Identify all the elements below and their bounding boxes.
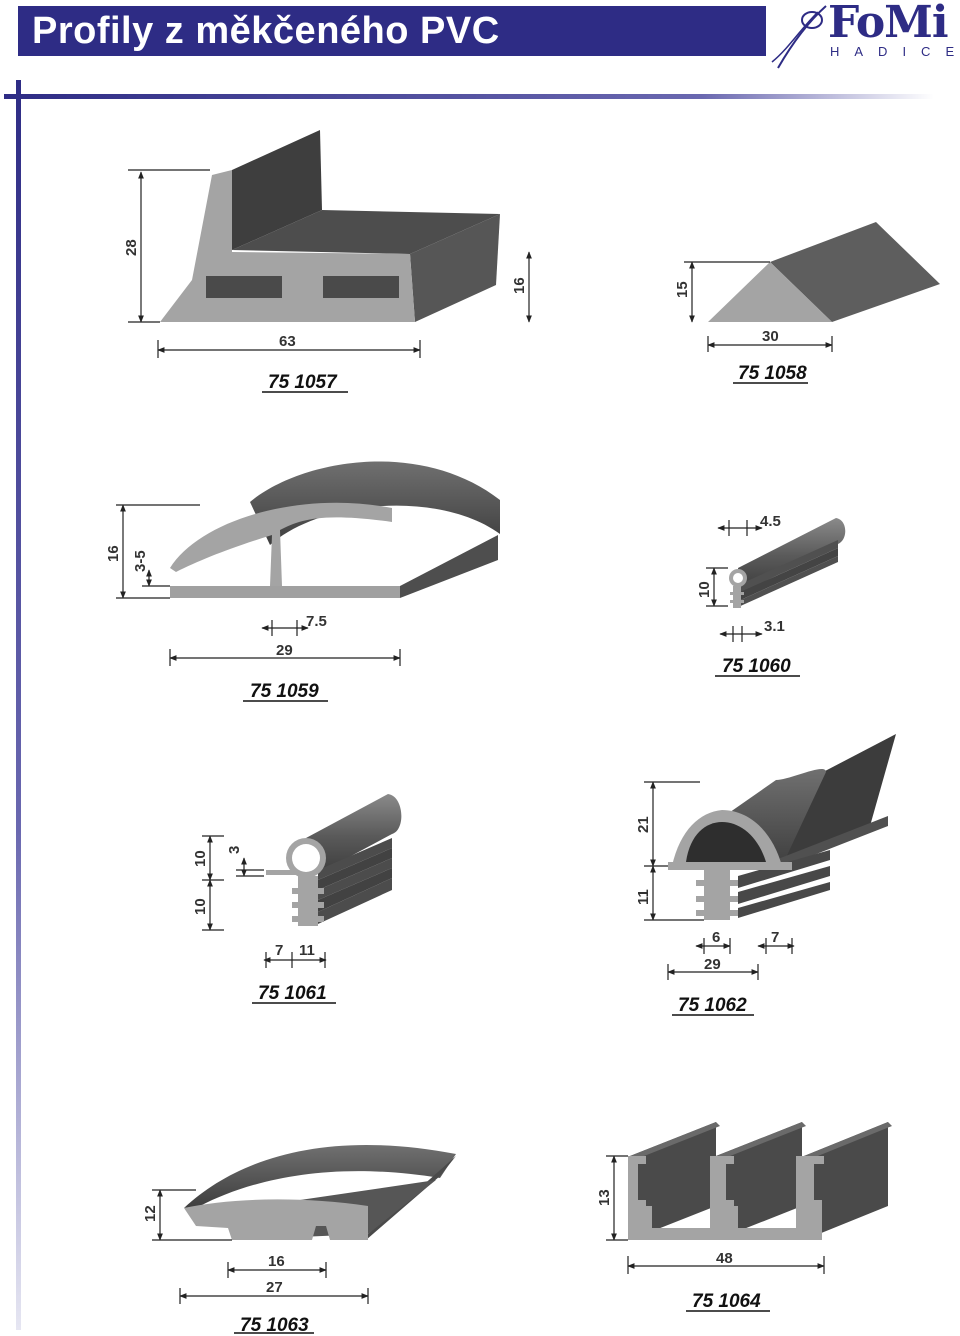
dimension-label: 11 bbox=[299, 942, 315, 959]
logo-subtitle: HADICE bbox=[830, 44, 960, 59]
dimension-label: 3.1 bbox=[764, 618, 785, 635]
profile-75-1064: 13 48 75 1064 bbox=[596, 1122, 892, 1312]
profile-code: 75 1057 bbox=[268, 372, 338, 393]
profile-75-1062-shape bbox=[668, 734, 896, 920]
profile-75-1060-shape bbox=[729, 518, 846, 608]
profile-75-1061-shape bbox=[266, 794, 402, 926]
profile-75-1063-shape bbox=[184, 1144, 456, 1240]
dimension-label: 21 bbox=[635, 816, 652, 833]
profile-75-1062: 21 11 6 7 29 75 1062 bbox=[635, 734, 896, 1016]
page-title: Profily z měkčeného PVC bbox=[32, 10, 500, 52]
dimension-label: 12 bbox=[142, 1205, 159, 1222]
profile-75-1061: 10 10 3 7 11 75 1061 bbox=[192, 794, 402, 1004]
fomi-logo: FoMi HADICE bbox=[768, 0, 960, 72]
dimension-label: 10 bbox=[192, 850, 209, 867]
decor-horizontal-bar bbox=[4, 94, 934, 99]
profile-75-1059-shape bbox=[170, 461, 500, 598]
profile-code: 75 1059 bbox=[250, 681, 319, 702]
dimension-label: 63 bbox=[279, 333, 296, 350]
logo-swirl-icon bbox=[771, 5, 827, 69]
dimension-label: 7.5 bbox=[306, 613, 327, 630]
profile-75-1059: 16 3-5 7.5 29 75 1059 bbox=[105, 461, 500, 702]
profile-75-1058-shape bbox=[708, 222, 940, 322]
dimension-label: 10 bbox=[696, 581, 713, 598]
dimension-label: 27 bbox=[266, 1279, 283, 1296]
dimension-label: 29 bbox=[704, 956, 721, 973]
dimension-label: 4.5 bbox=[760, 513, 781, 530]
profile-code: 75 1060 bbox=[722, 656, 791, 677]
dimension-label: 13 bbox=[596, 1189, 613, 1206]
profile-75-1063: 12 16 27 75 1063 bbox=[142, 1144, 456, 1336]
profile-75-1060: 4.5 10 3.1 75 1060 bbox=[696, 513, 846, 677]
dimension-label: 3 bbox=[226, 846, 243, 854]
dimension-label: 30 bbox=[762, 328, 779, 345]
dimension-label: 3-5 bbox=[132, 550, 149, 572]
profile-75-1057-shape bbox=[160, 130, 500, 322]
dimension-label: 7 bbox=[771, 929, 779, 946]
header-banner: Profily z měkčeného PVC bbox=[18, 6, 766, 56]
dimension-label: 16 bbox=[105, 545, 122, 562]
dimension-label: 16 bbox=[268, 1253, 285, 1270]
profile-code: 75 1058 bbox=[738, 363, 807, 384]
dimension-label: 6 bbox=[712, 929, 720, 946]
profile-code: 75 1062 bbox=[678, 995, 747, 1016]
dimension-label: 28 bbox=[123, 239, 140, 256]
profile-75-1057: 28 16 63 75 1057 bbox=[123, 130, 532, 393]
dimension-label: 29 bbox=[276, 642, 293, 659]
profile-75-1064-shape bbox=[628, 1122, 892, 1240]
profile-code: 75 1063 bbox=[240, 1315, 309, 1336]
dimension-label: 15 bbox=[674, 281, 691, 298]
dimension-label: 48 bbox=[716, 1250, 733, 1267]
dimension-label: 16 bbox=[511, 277, 528, 294]
dimension-label: 11 bbox=[635, 889, 652, 905]
logo-wordmark: FoMi bbox=[828, 0, 949, 48]
decor-vertical-bar bbox=[16, 80, 21, 1330]
dimension-label: 10 bbox=[192, 898, 209, 915]
dimension-label: 7 bbox=[275, 942, 283, 959]
profile-code: 75 1061 bbox=[258, 983, 327, 1004]
profile-75-1058: 15 30 75 1058 bbox=[674, 222, 940, 384]
profile-code: 75 1064 bbox=[692, 1291, 761, 1312]
